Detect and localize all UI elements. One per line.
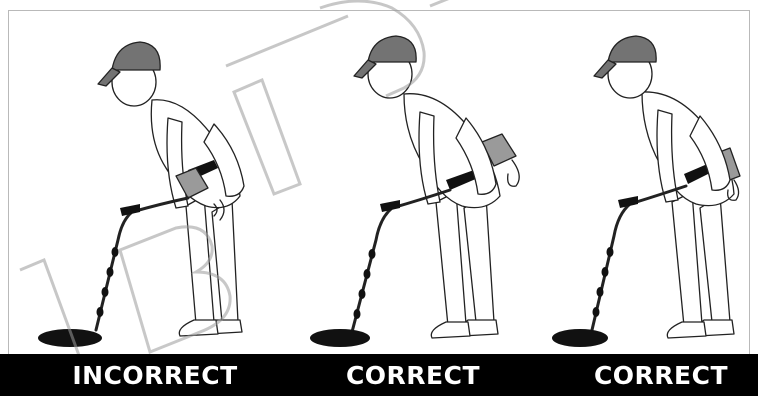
search-coil <box>310 329 370 347</box>
figure-correct-hip <box>552 36 740 347</box>
label-bar: INCORRECT CORRECT CORRECT <box>0 354 758 396</box>
front-leg <box>436 192 466 326</box>
arm-cuff <box>618 196 638 208</box>
search-coil <box>38 329 102 347</box>
figure-incorrect <box>38 42 244 347</box>
front-shoe <box>431 322 470 338</box>
arm-cuff <box>120 204 140 216</box>
arm-cuff <box>380 200 400 212</box>
front-shoe <box>667 322 706 338</box>
panel-label-correct-hip: CORRECT <box>546 354 758 396</box>
cap <box>608 36 656 62</box>
cap <box>368 36 416 62</box>
detector-shaft <box>352 190 450 332</box>
figure-correct-belt <box>310 36 519 347</box>
front-shoe <box>179 320 218 336</box>
panel-label-incorrect: INCORRECT <box>40 354 270 396</box>
back-leg <box>212 200 238 322</box>
search-coil <box>552 329 608 347</box>
panel-label-correct-belt: CORRECT <box>298 354 528 396</box>
detector-shaft <box>96 198 188 330</box>
front-leg <box>672 192 702 326</box>
front-leg <box>186 196 214 324</box>
box-cable <box>508 160 520 186</box>
cap <box>112 42 160 70</box>
back-leg <box>700 196 730 322</box>
back-leg <box>464 196 494 322</box>
